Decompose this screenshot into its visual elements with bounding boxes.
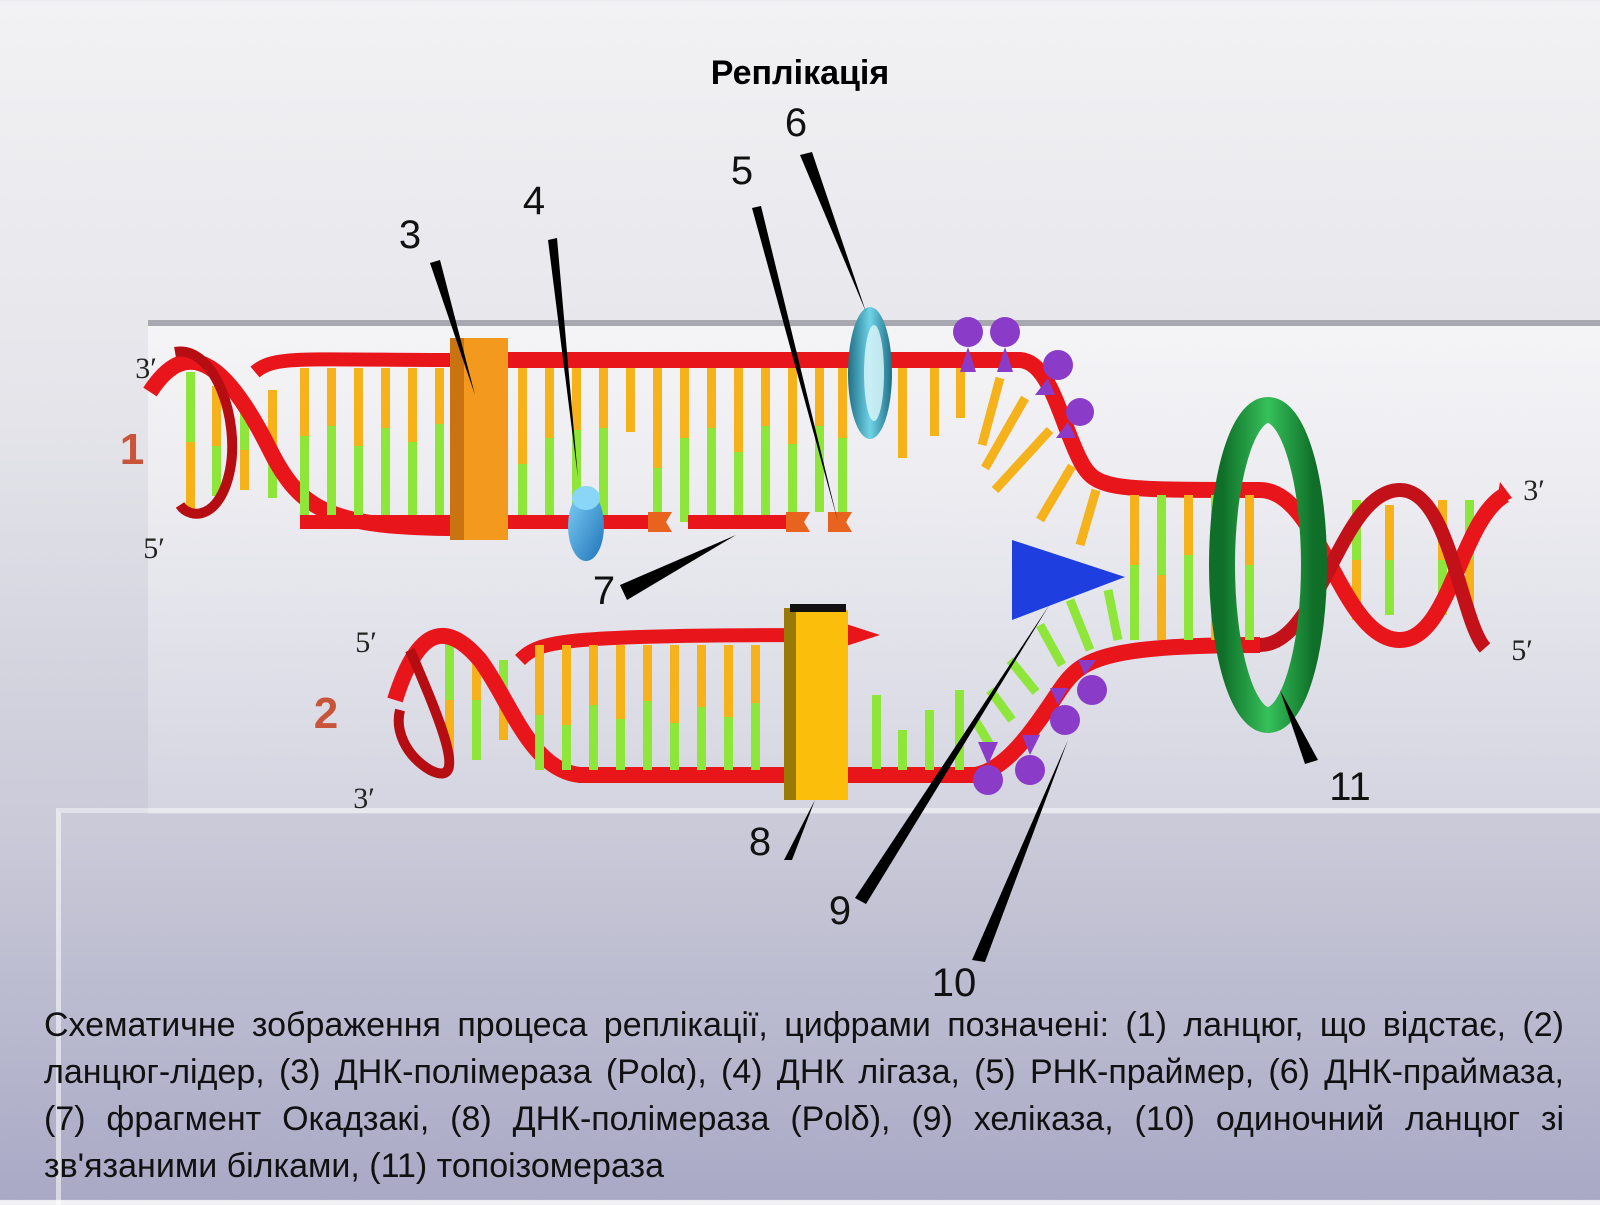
page-title: Реплікація [710, 54, 890, 92]
leading-new-strand [515, 628, 841, 666]
end-label-s2-top: 5′ [355, 626, 377, 659]
background-panel-bottom [56, 808, 1600, 1205]
label-6: 6 [785, 101, 807, 145]
lagging-helix-backbone-b [174, 346, 238, 519]
label-8: 8 [749, 820, 771, 864]
ligase-enzyme [568, 486, 604, 561]
lagging-template-backbone [455, 352, 1261, 498]
lagging-strand-group [143, 317, 1261, 547]
rna-primers [648, 512, 852, 532]
label-4: 4 [523, 179, 545, 223]
end-label-right-bottom: 5′ [1511, 634, 1533, 667]
end-label-s2-bottom: 3′ [353, 782, 375, 815]
primase-ring [848, 307, 892, 439]
topoisomerase-ring [1209, 397, 1327, 733]
parental-end-tip [1496, 482, 1512, 506]
polymerase-alpha [450, 338, 508, 540]
lagging-helix-backbone-c [250, 352, 461, 378]
label-3: 3 [399, 213, 421, 257]
polymerase-delta [784, 604, 848, 800]
fork-upper-bases [977, 376, 1101, 547]
lagging-helix-bases [186, 372, 277, 510]
figure-caption: Схематичне зображення процеса реплікації… [44, 1006, 1564, 1185]
label-5: 5 [731, 149, 753, 193]
leading-helix-backbone-a [387, 628, 800, 783]
ssb-proteins-lower [973, 660, 1107, 795]
helicase-triangle [1012, 540, 1125, 620]
label-10: 10 [932, 961, 977, 1000]
end-label-right-top: 3′ [1523, 474, 1545, 507]
label-pointers [430, 152, 1318, 962]
label-11: 11 [1329, 765, 1371, 809]
strand-label-1: 1 [120, 425, 144, 474]
leading-helix-backbone-b [393, 648, 455, 779]
leading-strand-group [387, 589, 1261, 795]
end-label-s1-top: 3′ [135, 352, 157, 385]
leading-base-pairs [535, 645, 964, 770]
ssb-proteins-upper [953, 317, 1094, 438]
replication-diagram: 3 4 5 6 7 8 9 10 11 1 2 3′ 5′ 5′ 3′ 3′ 5… [120, 101, 1545, 1000]
label-7: 7 [593, 569, 615, 613]
label-9: 9 [829, 889, 851, 933]
leading-direction-arrow [840, 622, 880, 648]
strand-label-2: 2 [314, 689, 338, 738]
leading-helix-bases [445, 640, 508, 770]
end-label-s1-bottom: 5′ [143, 532, 165, 565]
lagging-base-pairs [300, 368, 965, 522]
